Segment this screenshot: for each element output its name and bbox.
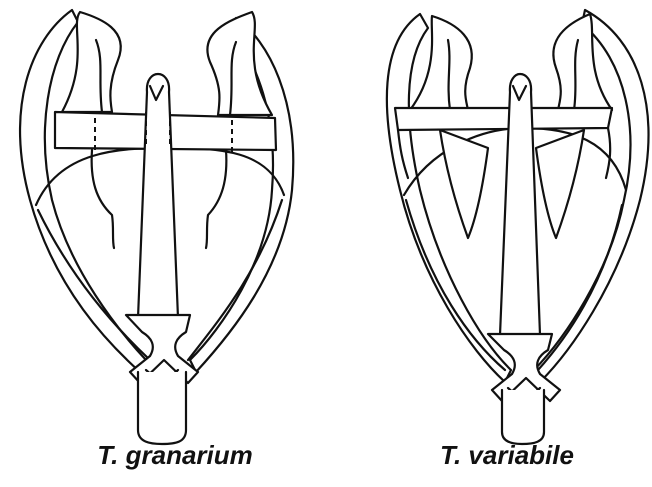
- specimen-t-granarium: [20, 10, 293, 444]
- specimen-t-variabile: [387, 10, 649, 444]
- basal-stem: [138, 372, 186, 444]
- caption-t-variabile: T. variabile: [412, 440, 602, 471]
- caption-t-granarium: T. granarium: [75, 440, 275, 471]
- median-lobe: [138, 74, 178, 318]
- basal-plate: [395, 108, 612, 130]
- basal-stem: [502, 390, 544, 444]
- left-inner-lobe: [440, 130, 488, 238]
- right-inner-lobe: [536, 130, 584, 238]
